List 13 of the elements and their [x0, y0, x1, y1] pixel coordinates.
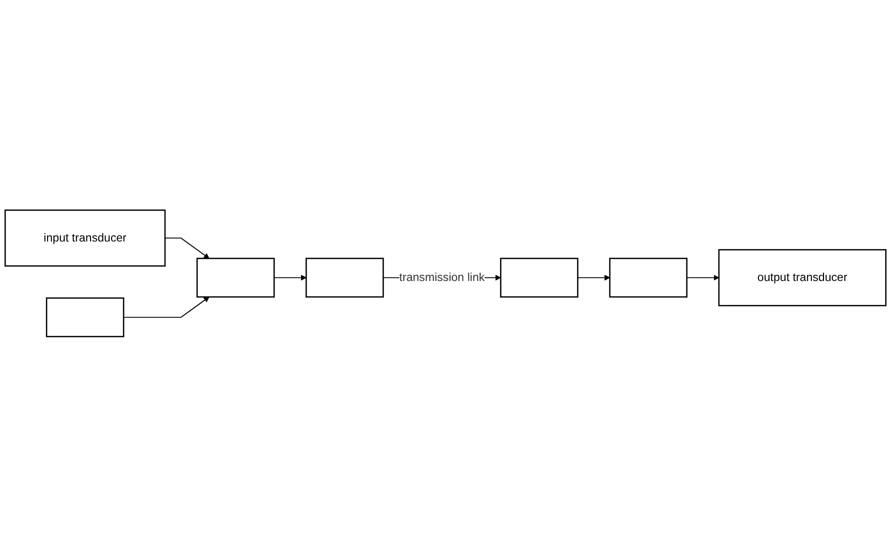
arrow: [577, 274, 610, 280]
node-box: [500, 257, 578, 298]
node-box: [46, 297, 124, 337]
node-box: [306, 257, 384, 298]
node-box: [196, 257, 275, 298]
arrow: [686, 274, 720, 280]
edge-label: transmission link: [399, 270, 485, 284]
node-box: [609, 257, 688, 298]
arrow: [164, 237, 210, 258]
node-box: input transducer: [4, 209, 166, 266]
arrow: [123, 296, 210, 318]
arrow: [274, 274, 306, 280]
node-box: output transducer: [718, 248, 886, 306]
